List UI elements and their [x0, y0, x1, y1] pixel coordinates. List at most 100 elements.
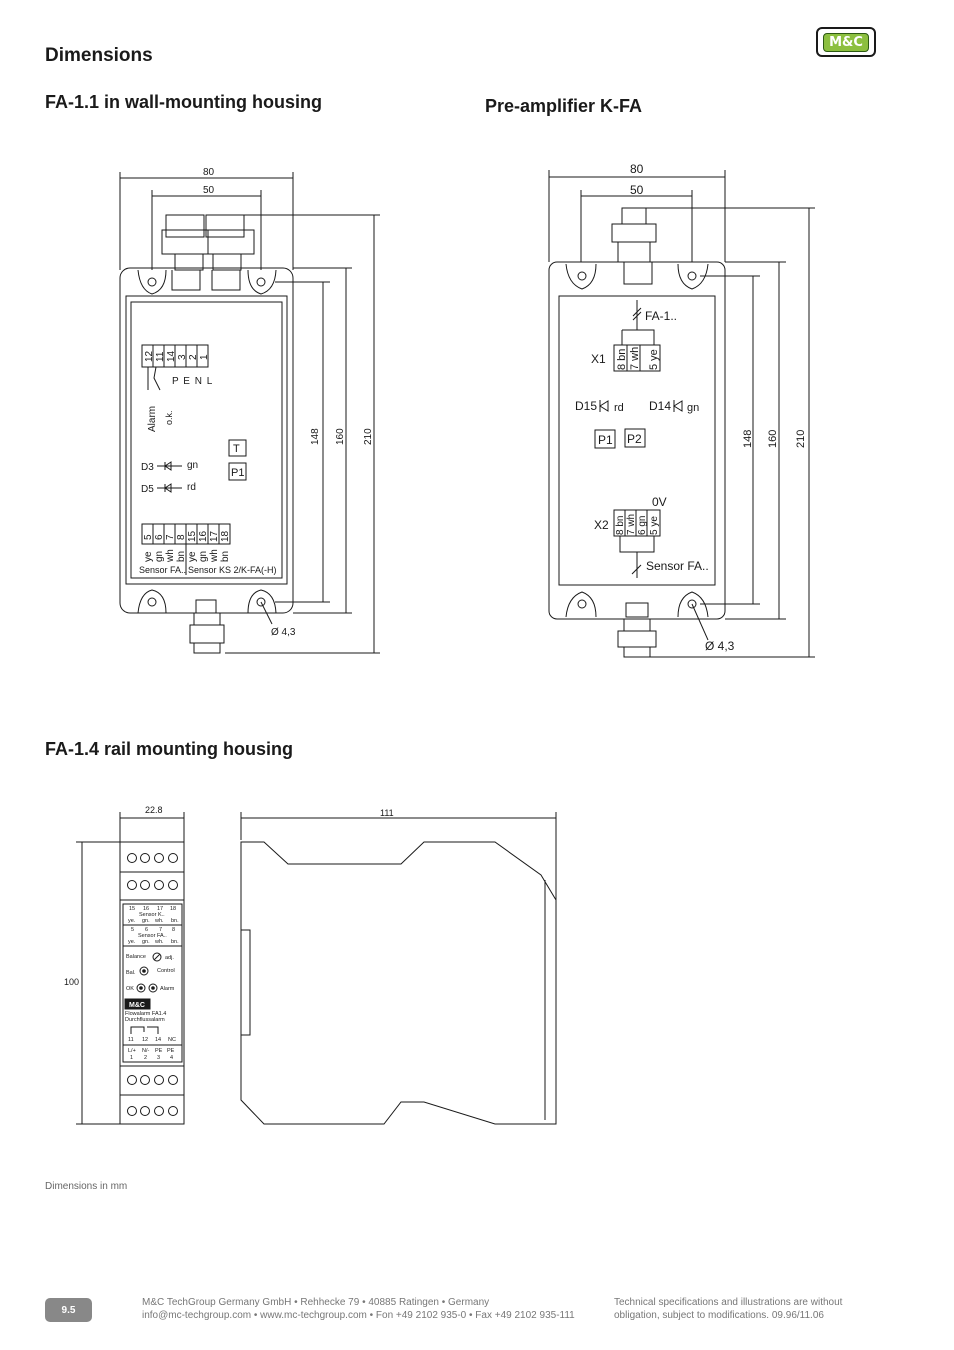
drawing-label: 5 — [131, 927, 134, 933]
drawing-label: bn. — [171, 918, 179, 924]
drawing-label: bn. — [171, 939, 179, 945]
drawing-label: 5 ye — [649, 516, 660, 535]
drawing-label: 5 — [143, 534, 154, 540]
wall-sensor-ks: Sensor KS 2/K-FA(-H) — [188, 565, 277, 575]
pre-hole: Ø 4,3 — [705, 639, 735, 653]
rail-housing-drawing: 22.8 100 15 16 17 18 Sensor K.. ye. — [64, 805, 557, 1125]
drawing-label: 4 — [170, 1055, 173, 1061]
pre-dim-210: 210 — [795, 430, 807, 448]
wall-dim-80: 80 — [203, 167, 215, 178]
drawing-label: 15 — [187, 530, 198, 542]
pre-d15: D15 — [575, 399, 597, 413]
wall-d5: D5 — [141, 484, 154, 495]
drawing-label: gn. — [142, 918, 150, 924]
pre-p1: P1 — [598, 433, 613, 447]
wall-ok-label: o.k. — [164, 410, 174, 425]
pre-0v: 0V — [652, 495, 667, 509]
pre-d14: D14 — [649, 399, 671, 413]
drawing-label: ye — [187, 551, 198, 562]
footer-disclaimer-line1: Technical specifications and illustratio… — [614, 1297, 843, 1308]
drawing-label: 12 — [142, 1037, 148, 1043]
drawing-label: 7 wh — [626, 514, 637, 535]
drawing-label: wh — [165, 549, 176, 563]
wall-t-box: T — [233, 443, 240, 455]
page-number-badge: 9.5 — [45, 1298, 92, 1322]
drawing-label: 11 — [155, 351, 166, 362]
pre-sensor: Sensor FA.. — [646, 559, 709, 573]
pre-d15-color: rd — [614, 402, 624, 414]
rail-side-profile — [240, 841, 557, 1125]
drawing-label: 8 — [172, 927, 175, 933]
drawing-label: wh. — [154, 939, 164, 945]
pre-dim-148: 148 — [742, 430, 754, 448]
footer-address-line2: info@mc-techgroup.com • www.mc-techgroup… — [142, 1310, 575, 1321]
drawing-label: 8 bn — [615, 516, 626, 535]
wall-d5-color: rd — [187, 482, 196, 493]
drawing-label: 18 — [170, 906, 176, 912]
wall-top-terminals: 12 11 14 3 2 1 — [144, 350, 210, 362]
preamp-drawing: 80 50 148 160 — [548, 162, 815, 658]
logo-text: M&C — [823, 32, 869, 52]
drawing-label: 3 — [177, 354, 188, 360]
drawing-label: L/+ — [128, 1048, 136, 1054]
wall-hole: Ø 4,3 — [271, 627, 296, 638]
drawing-label: ye. — [128, 918, 136, 924]
drawing-label: bn — [220, 551, 231, 562]
section-title-preamp: Pre-amplifier K-FA — [485, 96, 643, 116]
drawing-label: adj. — [165, 955, 174, 961]
footer-address-line1: M&C TechGroup Germany GmbH • Rehhecke 79… — [142, 1297, 490, 1308]
drawing-label: 5 ye — [648, 349, 660, 370]
drawing-label: 11 — [128, 1037, 134, 1043]
wall-d3: D3 — [141, 462, 154, 473]
pre-dim-80: 80 — [630, 162, 644, 176]
drawing-label: 12 — [144, 350, 155, 362]
pre-dim-160: 160 — [767, 430, 779, 448]
drawing-label: ye — [143, 551, 154, 562]
rail-logo: M&C — [129, 1002, 145, 1009]
drawing-label: 16 — [143, 906, 149, 912]
drawing-label: 2 — [188, 354, 199, 360]
drawing-label: NC — [168, 1037, 176, 1043]
drawing-label: 8 — [176, 534, 187, 540]
drawing-label: 1 — [130, 1055, 133, 1061]
drawing-label: Balance — [126, 954, 146, 960]
drawing-label: Sensor FA.. — [138, 933, 167, 939]
drawing-label: 6 gn — [637, 516, 648, 535]
drawing-label: gn — [198, 551, 209, 562]
drawing-label: 3 — [157, 1055, 160, 1061]
pre-x1: X1 — [591, 352, 606, 366]
pre-d14-color: gn — [687, 402, 699, 414]
wall-alarm-label: Alarm — [147, 406, 158, 432]
drawing-label: Sensor K.. — [139, 912, 165, 918]
pre-x2: X2 — [594, 518, 609, 532]
drawing-label: 15 — [129, 906, 135, 912]
drawing-label: bn — [176, 551, 187, 562]
wall-d3-color: gn — [187, 460, 198, 471]
drawing-label: gn. — [142, 939, 150, 945]
rail-front-labels: 15 16 17 18 Sensor K.. ye. gn. wh. bn. 5… — [125, 906, 179, 1061]
drawing-label: Flowalarm FA1.4 — [125, 1011, 166, 1017]
wall-penl: P E N L — [172, 376, 213, 387]
drawing-label: PE — [167, 1048, 175, 1054]
rail-dim-width: 22.8 — [145, 805, 163, 815]
pre-x1-pins: 8 bn 7 wh 5 ye — [616, 347, 660, 370]
drawing-label: 1 — [199, 354, 210, 360]
rail-terminal-screws — [127, 853, 178, 1116]
drawing-label: 6 — [145, 927, 148, 933]
footer-address: M&C TechGroup Germany GmbH • Rehhecke 79… — [142, 1296, 575, 1322]
drawing-label: 7 — [165, 534, 176, 540]
drawing-label: 2 — [144, 1055, 147, 1061]
wall-housing-drawing: 80 50 148 — [119, 167, 380, 654]
pre-p2: P2 — [627, 432, 642, 446]
page-title: Dimensions — [45, 45, 153, 66]
drawing-label: 17 — [209, 530, 220, 542]
drawing-label: 14 — [166, 350, 177, 362]
drawing-label: OK — [126, 986, 134, 992]
wall-dim-160: 160 — [335, 428, 346, 445]
drawing-label: 7 — [159, 927, 162, 933]
rail-dim-depth: 111 — [380, 808, 394, 818]
footer-disclaimer: Technical specifications and illustratio… — [614, 1296, 842, 1322]
wall-sensor-fa: Sensor FA.. — [139, 565, 186, 575]
section-title-wall: FA-1.1 in wall-mounting housing — [45, 92, 322, 112]
